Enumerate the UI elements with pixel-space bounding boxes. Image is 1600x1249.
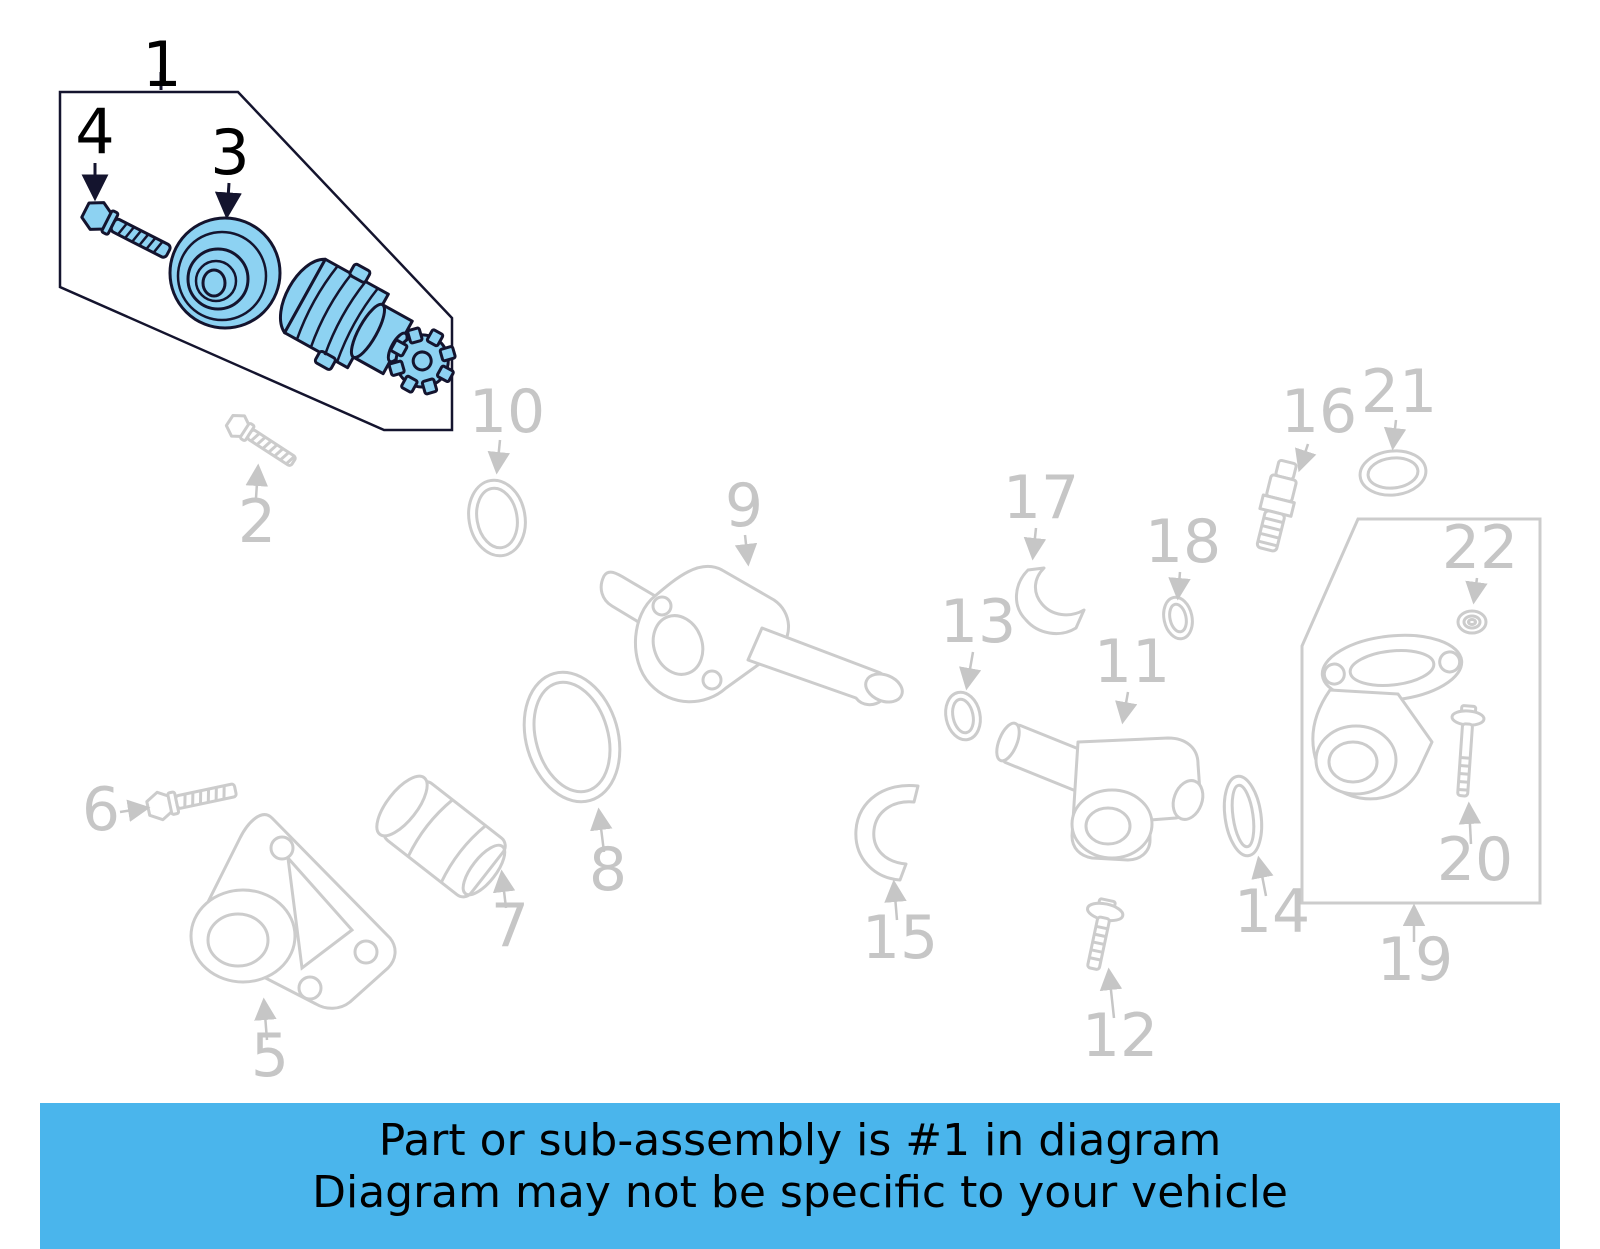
callout-3: 3: [210, 116, 249, 189]
bottom-banner: Part or sub-assembly is #1 in diagram Di…: [40, 1103, 1560, 1249]
callout-9: 9: [725, 471, 763, 541]
part-22-seal: [1456, 609, 1488, 635]
callout-20: 20: [1437, 825, 1513, 895]
part-2-bolt: [224, 414, 297, 467]
callout-1: 1: [142, 28, 181, 101]
callout-18: 18: [1145, 507, 1221, 577]
part-11-housing: [995, 721, 1205, 862]
part-14-oring: [1222, 774, 1264, 858]
part-9-water-pipe: [599, 564, 904, 707]
leader-arrows: [81, 72, 1488, 1041]
callout-21: 21: [1361, 357, 1437, 427]
callout-16: 16: [1281, 377, 1357, 447]
callout-labels: 1 4 3 2 10 9 17 16 21 18 22 13 11 6 8 7 …: [75, 28, 1518, 1091]
part-20-bolt: [1450, 704, 1486, 798]
part-16-sensor: [1255, 458, 1298, 553]
callout-2: 2: [238, 487, 276, 557]
callout-22: 22: [1442, 513, 1518, 583]
part-6-bolt: [145, 782, 238, 822]
callout-6: 6: [82, 775, 120, 845]
callout-5: 5: [251, 1021, 289, 1091]
banner-background: [40, 1103, 1560, 1249]
callout-15: 15: [862, 903, 938, 973]
part-8-oring: [522, 670, 622, 804]
callout-4: 4: [75, 95, 114, 168]
banner-line1: Part or sub-assembly is #1 in diagram: [379, 1115, 1221, 1166]
callout-13: 13: [940, 587, 1016, 657]
callout-14: 14: [1234, 877, 1310, 947]
part-10-oring: [467, 478, 527, 558]
part-19-outlet-assembly: [1300, 517, 1542, 905]
part-13-oring: [944, 690, 982, 742]
callout-10: 10: [469, 377, 545, 447]
banner-line2: Diagram may not be specific to your vehi…: [312, 1167, 1288, 1218]
part-15-clip: [854, 783, 920, 882]
callout-11: 11: [1094, 627, 1170, 697]
part-3-pulley: [168, 216, 282, 330]
part-21-oring: [1358, 449, 1428, 497]
callout-12: 12: [1082, 1001, 1158, 1071]
callout-7: 7: [491, 891, 529, 961]
part-1-kit-outline: [58, 90, 454, 432]
part-1-water-pump: [278, 257, 457, 396]
part-4-bolt: [80, 201, 172, 259]
part-18-oring: [1162, 595, 1194, 641]
callout-17: 17: [1003, 463, 1079, 533]
part-5-housing: [189, 813, 397, 1010]
part-7-cylinder: [375, 774, 507, 899]
part-12-bolt: [1085, 897, 1125, 971]
callout-8: 8: [589, 835, 627, 905]
pump-spline-gear: [387, 326, 457, 396]
callout-19: 19: [1377, 925, 1453, 995]
part-17-clip: [1015, 566, 1086, 636]
